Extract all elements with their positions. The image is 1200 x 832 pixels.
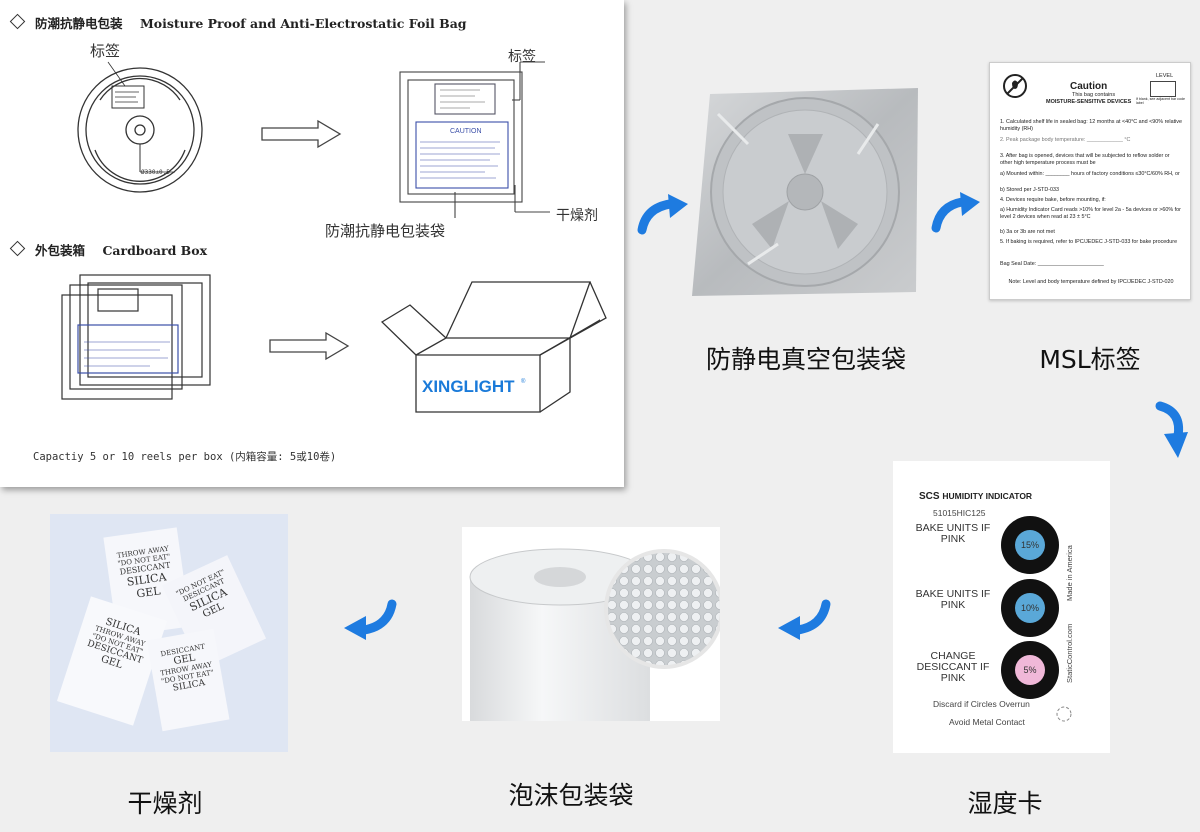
caption-msl-label: MSL标签 [1039, 345, 1141, 374]
hic-title: HUMIDITY INDICATOR [942, 491, 1033, 501]
diamond-bullet-icon [9, 240, 26, 257]
msl-line: a) Mounted within: ________ hours of fac… [1000, 171, 1180, 177]
hic-label: BAKE UNITS IF PINK [915, 588, 991, 611]
msl-line: 3. After bag is opened, devices that wil… [1000, 153, 1170, 166]
msl-line: b) 3a or 3b are not met [1000, 229, 1055, 235]
hic-footer2: Avoid Metal Contact [949, 717, 1025, 727]
caption-desiccant: 干燥剂 [127, 789, 203, 818]
desiccant-text: 干燥剂 [556, 208, 598, 224]
humidity-dot-15: 15% [1001, 516, 1059, 574]
msl-title: Caution [1070, 81, 1108, 92]
reel-label-text: 标签 [90, 42, 121, 60]
hic-footer1: Discard if Circles Overrun [933, 699, 1030, 709]
flow-arrow-icon [637, 194, 688, 235]
flow-arrow-icon [778, 599, 831, 640]
hic-label: CHANGE DESICCANT IF PINK [916, 650, 990, 684]
flow-arrow-icon [344, 599, 397, 640]
hollow-arrow-icon [261, 119, 342, 149]
packaging-line-drawing: Ø330±0.5 CAUTION [61, 61, 607, 413]
hic-label: BAKE UNITS IF PINK [915, 522, 991, 545]
hic-side-made: Made in America [1065, 545, 1074, 601]
packaging-drawing-panel: 防潮抗静电包装 Moisture Proof and Anti-Electros… [0, 0, 624, 487]
msl-line: 5. If baking is required, refer to IPC/J… [1000, 239, 1178, 245]
open-carton-drawing-icon [380, 281, 607, 413]
humidity-indicator-card: SCS HUMIDITY INDICATOR 51015HIC125 BAKE … [893, 461, 1110, 753]
foam-bag-photo [462, 527, 720, 721]
humidity-dot-10: 10% [1001, 579, 1059, 637]
capacity-note: Capactiy 5 or 10 reels per box (内箱容量: 5或… [33, 451, 337, 463]
msl-subtitle2: MOISTURE-SENSITIVE DEVICES [1046, 99, 1132, 105]
msl-level-note: If blank, see adjacent bar code label [1136, 97, 1185, 105]
recycle-icon [1056, 706, 1072, 722]
msl-level: LEVEL [1156, 73, 1174, 79]
msl-line: b) Stored per J-STD-033 [1000, 187, 1060, 193]
hic-code: 51015HIC125 [933, 508, 986, 518]
msl-seal-date: Bag Seal Date: ______________________ [1000, 261, 1104, 267]
foil-section-title: 防潮抗静电包装 Moisture Proof and Anti-Electros… [9, 13, 467, 32]
desiccant-photo: THROW AWAY "DO NOT EAT" DESICCANT SILICA… [50, 514, 288, 752]
vacuum-bag-image [692, 88, 918, 296]
msl-line: 2. Peak package body temperature: ______… [1000, 137, 1131, 143]
bag-label-text: 标签 [508, 49, 536, 65]
caption-vacuum-bag: 防静电真空包装袋 [705, 345, 906, 374]
hollow-arrow-icon [269, 331, 350, 361]
svg-text:XINGLIGHT: XINGLIGHT [422, 377, 515, 396]
svg-text:CAUTION: CAUTION [450, 128, 482, 135]
caption-humidity-card: 湿度卡 [967, 789, 1043, 818]
foil-bag-drawing-icon [399, 61, 550, 218]
bag-caption: 防潮抗静电包装袋 [325, 222, 446, 240]
svg-text:Ø330±0.5: Ø330±0.5 [141, 169, 170, 176]
stacked-boxes-drawing-icon [61, 274, 211, 400]
msl-line: 1. Calculated shelf life in sealed bag: … [1000, 119, 1182, 132]
reel-drawing-icon [77, 61, 203, 193]
hic-header: SCS HUMIDITY INDICATOR [919, 491, 1032, 502]
vacuum-bag-photo [688, 84, 924, 298]
msl-label-card: Caution This bag contains MOISTURE-SENSI… [989, 62, 1191, 300]
flow-arrow-icon [1155, 401, 1188, 458]
hic-side-url: StaticControl.com [1065, 623, 1074, 683]
caption-foam-bag: 泡沫包装袋 [508, 781, 634, 810]
flow-arrow-icon [931, 192, 980, 233]
msl-level-box [1150, 81, 1176, 97]
msl-subtitle: This bag contains [1072, 92, 1116, 98]
box-section-title: 外包装箱 Cardboard Box [9, 240, 207, 259]
msl-line: a) Humidity Indicator Card reads >10% fo… [1000, 207, 1181, 220]
msl-note: Note: Level and body temperature defined… [1008, 279, 1174, 285]
bubble-wrap-image [462, 527, 720, 721]
hic-brand: SCS [919, 491, 940, 502]
svg-text:®: ® [521, 378, 526, 385]
moisture-warning-icon [1003, 74, 1027, 98]
msl-line: 4. Devices require bake, before mounting… [1000, 197, 1106, 203]
humidity-dot-5: 5% [1001, 641, 1059, 699]
